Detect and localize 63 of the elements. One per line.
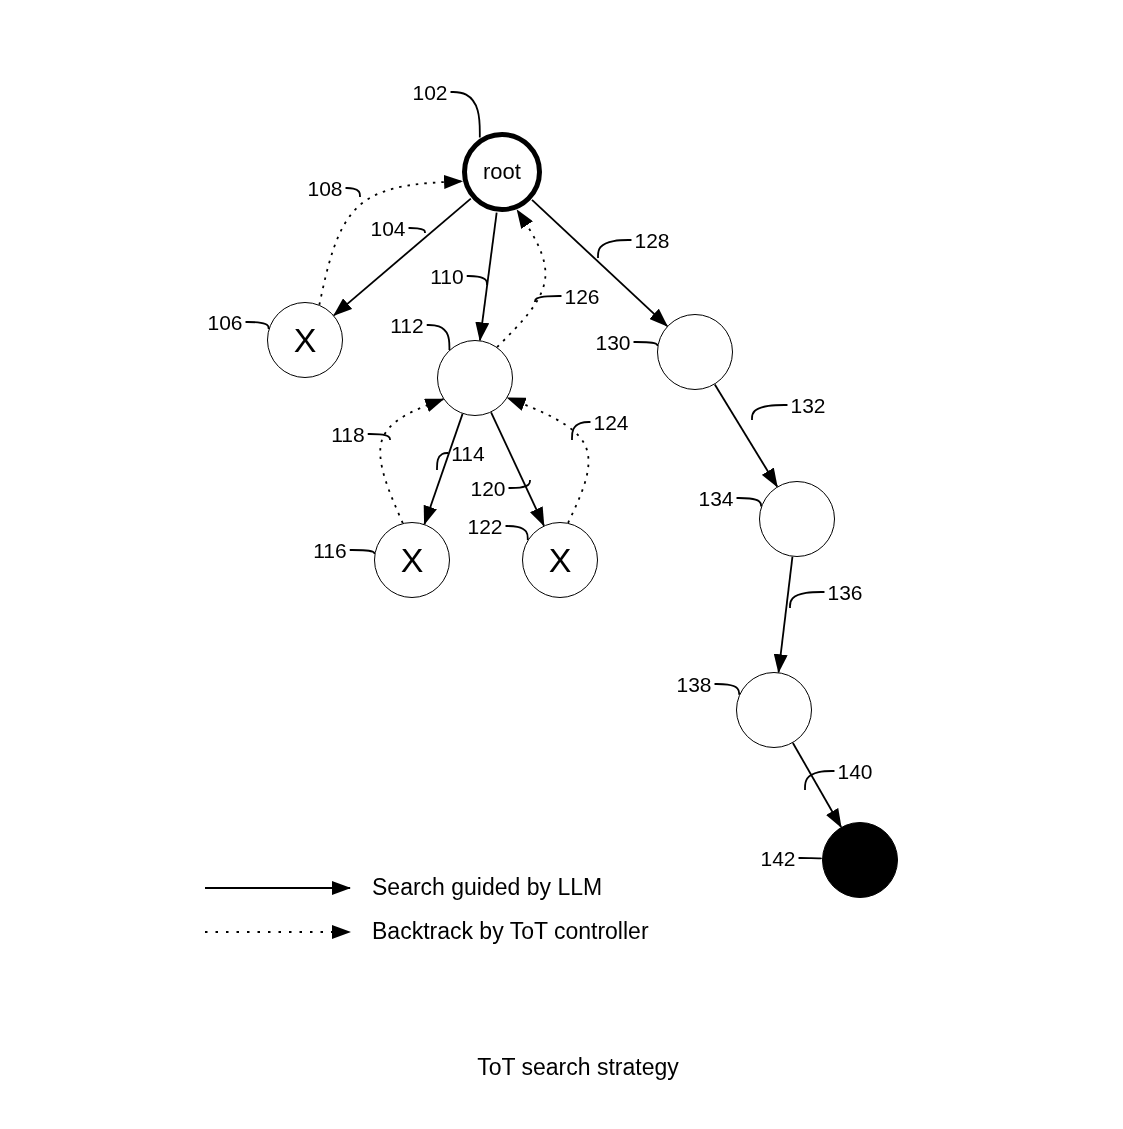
search-arrow	[490, 411, 545, 527]
callout-number: 124	[593, 411, 629, 433]
search-arrow	[475, 211, 498, 342]
callout-number: 132	[790, 394, 826, 416]
callout-number: 112	[390, 314, 424, 336]
callout-number: 116	[313, 539, 347, 561]
callout-number: 118	[331, 423, 365, 445]
leader-line	[436, 452, 450, 471]
callout-number: 136	[827, 581, 863, 603]
node-label: X	[293, 320, 317, 360]
leader-line	[751, 404, 789, 421]
state-circle	[462, 132, 542, 212]
backtrack-arrow	[318, 175, 464, 306]
callout-number: 142	[760, 847, 796, 869]
backtrack-arrow	[379, 398, 445, 525]
leader-line	[407, 227, 426, 234]
leader-line	[344, 187, 361, 198]
search-arrow	[713, 383, 779, 488]
leader-line	[244, 321, 270, 330]
leader-line	[597, 239, 633, 259]
callout-number: 110	[430, 265, 464, 287]
search-arrow	[531, 199, 669, 327]
caption: ToT search strategy	[477, 1056, 679, 1079]
leader-line	[449, 91, 481, 139]
backtrack-arrow	[496, 209, 547, 348]
leader-line	[366, 433, 391, 441]
state-circle	[437, 340, 513, 416]
leader-line	[789, 591, 826, 609]
leader-line	[534, 295, 563, 303]
leader-line	[504, 525, 529, 541]
callout-number: 120	[470, 477, 506, 499]
leader-line	[425, 324, 451, 351]
callout-number: 134	[698, 487, 734, 509]
callout-number: 138	[676, 673, 712, 695]
leader-line	[465, 275, 488, 286]
callout-number: 140	[837, 760, 873, 782]
callout-number: 108	[307, 177, 343, 199]
callout-number: 126	[564, 285, 600, 307]
legend-label: Search guided by LLM	[372, 876, 603, 899]
leader-line	[507, 479, 531, 489]
leader-line	[797, 857, 823, 860]
search-arrow	[423, 413, 464, 526]
leader-line	[348, 549, 376, 555]
legend-label: Backtrack by ToT controller	[372, 920, 649, 943]
callout-number: 114	[451, 442, 485, 464]
search-arrow	[333, 197, 472, 317]
callout-number: 106	[207, 311, 243, 333]
backtrack-arrow	[506, 396, 590, 524]
callout-number: 102	[412, 81, 448, 103]
node-label: root	[483, 159, 521, 185]
callout-number: 122	[467, 515, 503, 537]
callout-number: 104	[370, 217, 406, 239]
node-label: X	[400, 540, 424, 580]
search-arrow	[792, 742, 842, 828]
leader-line	[735, 497, 762, 508]
callout-number: 130	[595, 331, 631, 353]
leader-line	[632, 341, 659, 347]
callout-number: 128	[634, 229, 670, 251]
leader-line	[804, 770, 836, 791]
leader-line	[713, 683, 741, 696]
search-arrow	[773, 555, 794, 674]
node-label: X	[548, 540, 572, 580]
leader-line	[571, 421, 592, 441]
